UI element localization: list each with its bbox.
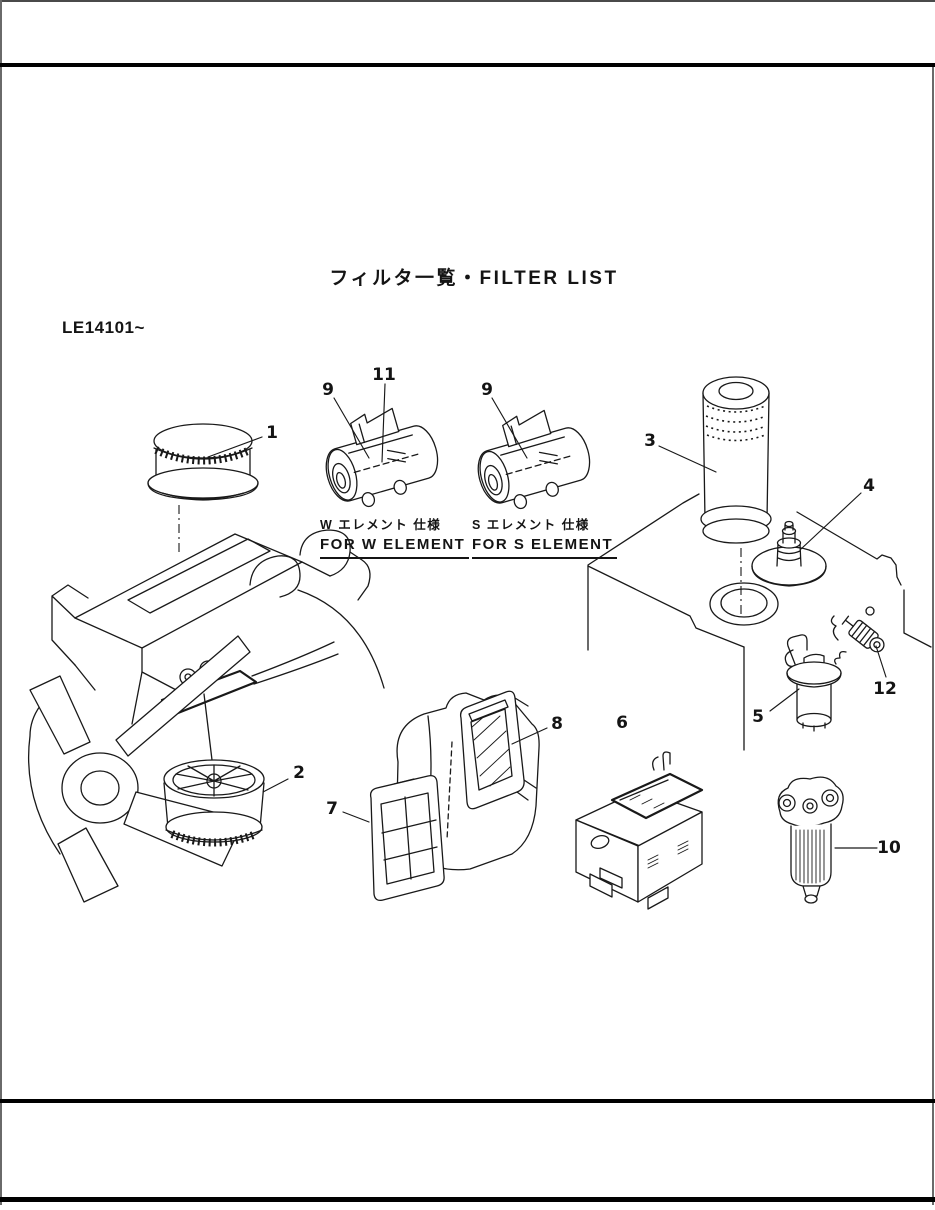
- page-border-right: [932, 63, 934, 1205]
- hydraulic-filter-element-3-illustration: [700, 376, 772, 618]
- callout-1: 1: [266, 423, 278, 443]
- box-unit-6-illustration: [575, 751, 704, 910]
- oil-filter-cartridge-1-illustration: [147, 423, 259, 501]
- callout-9-right: 9: [481, 380, 493, 400]
- header-rule: [0, 63, 935, 67]
- callout-8: 8: [551, 714, 563, 734]
- fuel-strainer-5-illustration: [784, 634, 842, 732]
- leader-lines: [207, 383, 887, 849]
- serial-number: LE14101~: [62, 318, 145, 337]
- callout-3: 3: [644, 431, 656, 451]
- fuel-filter-w-illustration: [313, 397, 447, 517]
- label-for-w-element: W エレメント 仕様 FOR W ELEMENT: [320, 515, 470, 559]
- callout-10: 10: [877, 838, 901, 858]
- callout-4: 4: [863, 476, 875, 496]
- breather-cap-4-illustration: [751, 520, 827, 587]
- air-filter-panel-7-illustration: [369, 774, 445, 902]
- page-border-left: [0, 0, 2, 1205]
- callout-9-left: 9: [322, 380, 334, 400]
- label-s-element-english: FOR S ELEMENT: [472, 535, 618, 559]
- footer-box-bottom-rule: [0, 1197, 935, 1202]
- callout-6: 6: [616, 713, 628, 733]
- footer-rule: [0, 1099, 935, 1103]
- fuel-filter-s-illustration: [465, 399, 599, 519]
- page-border-top: [0, 0, 935, 2]
- oil-filter-spin-on-2-illustration: [163, 759, 265, 847]
- callout-7: 7: [326, 799, 338, 819]
- label-w-element-japanese: W エレメント 仕様: [320, 518, 442, 532]
- callout-5: 5: [752, 707, 764, 727]
- hydraulic-tank-illustration: [587, 493, 932, 751]
- callout-12: 12: [873, 679, 897, 699]
- label-w-element-english: FOR W ELEMENT: [320, 535, 470, 559]
- callout-11: 11: [372, 365, 396, 385]
- air-cleaner-element-8-illustration: [459, 690, 537, 810]
- page-title: フィルタ一覧・FILTER LIST: [329, 268, 619, 289]
- water-separator-10-illustration: [777, 776, 844, 904]
- label-for-s-element: S エレメント 仕様 FOR S ELEMENT: [472, 515, 618, 559]
- label-s-element-japanese: S エレメント 仕様: [472, 518, 590, 532]
- valve-fitting-12-illustration: [830, 606, 885, 665]
- callout-2: 2: [293, 763, 305, 783]
